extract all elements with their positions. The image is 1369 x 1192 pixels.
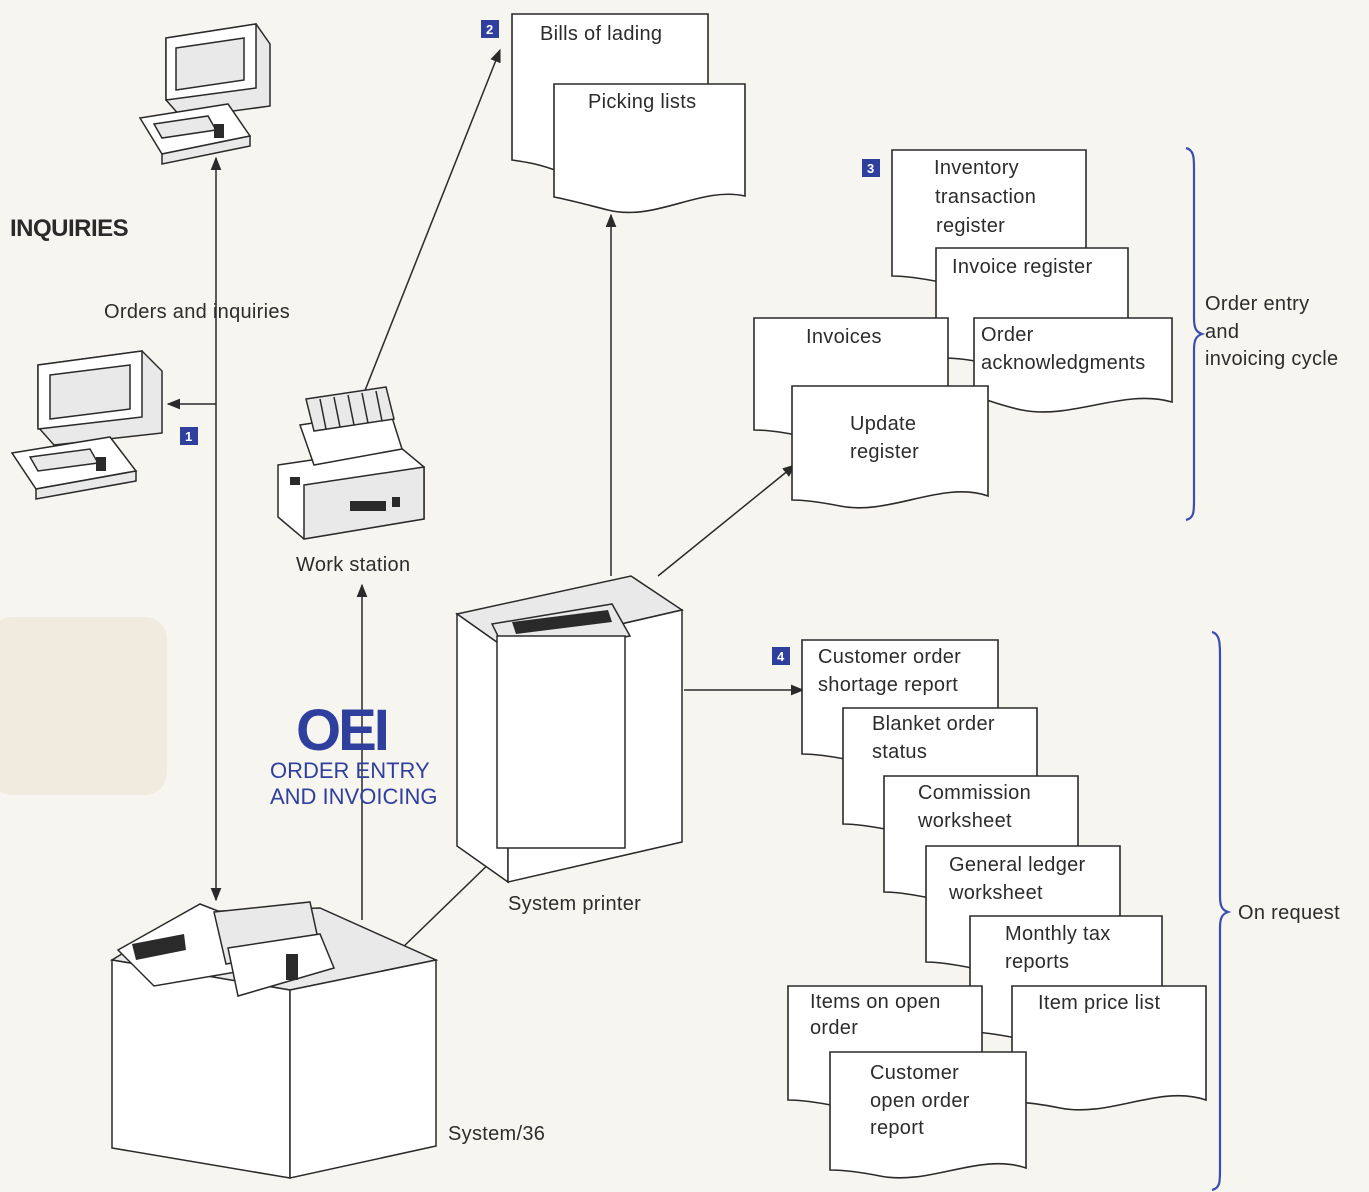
- doc-label: worksheet: [917, 810, 1012, 832]
- svg-text:Commission: Commission: [918, 782, 1031, 804]
- work-station-label: Work station: [296, 554, 410, 576]
- doc-label: Customer order: [818, 646, 961, 668]
- oei-subtitle-line1: ORDER ENTRY: [270, 758, 430, 783]
- on-request-label: On request: [1238, 902, 1340, 924]
- doc-label: Customer: [870, 1062, 959, 1084]
- badge-1: 1: [180, 427, 198, 445]
- doc-update-register: [791, 385, 989, 509]
- svg-text:transaction: transaction: [935, 186, 1036, 208]
- connectors: [166, 48, 805, 951]
- work-station-printer-icon: [277, 386, 425, 540]
- badge-4: 4: [772, 647, 790, 665]
- doc-picking-lists: [553, 83, 746, 214]
- doc-label: order: [810, 1017, 858, 1039]
- cycle-label-line1: Order entry: [1205, 293, 1309, 315]
- badge-3: 3: [862, 159, 880, 177]
- svg-text:open order: open order: [870, 1090, 970, 1112]
- svg-text:Items on open: Items on open: [810, 991, 941, 1013]
- svg-text:register: register: [850, 441, 919, 463]
- svg-text:Customer order: Customer order: [818, 646, 961, 668]
- doc-label: Items on open: [810, 991, 941, 1013]
- svg-text:Item price list: Item price list: [1038, 992, 1160, 1014]
- doc-label: Bills of lading: [540, 23, 662, 45]
- doc-label: Invoices: [806, 326, 882, 348]
- update-arrow: [657, 464, 797, 577]
- svg-text:3: 3: [867, 161, 874, 176]
- doc-label: open order: [870, 1090, 970, 1112]
- oei-logo: OEI: [296, 698, 387, 763]
- doc-label: Picking lists: [588, 91, 696, 113]
- doc-label: Item price list: [1038, 992, 1160, 1014]
- system36-label: System/36: [448, 1123, 545, 1145]
- doc-label: shortage report: [818, 674, 958, 696]
- doc-label: register: [850, 441, 919, 463]
- doc-label: acknowledgments: [981, 352, 1146, 374]
- svg-text:1: 1: [185, 429, 192, 444]
- printer-arrow: [399, 854, 499, 951]
- doc-label: General ledger: [949, 854, 1086, 876]
- system36-icon: [109, 901, 439, 1179]
- document-text: Bills of lading Picking lists Inventory …: [540, 23, 1160, 1139]
- svg-text:Update: Update: [850, 413, 916, 435]
- cycle-label-line3: invoicing cycle: [1205, 348, 1338, 370]
- terminal-top-icon: [138, 23, 271, 165]
- svg-text:2: 2: [486, 22, 493, 37]
- doc-label: Inventory: [934, 157, 1019, 179]
- svg-text:Blanket order: Blanket order: [872, 713, 995, 735]
- cycle-brace: [1185, 146, 1206, 522]
- orders-inquiries-label: Orders and inquiries: [104, 301, 290, 323]
- note-card: [0, 617, 167, 795]
- svg-text:Bills of lading: Bills of lading: [540, 23, 662, 45]
- svg-text:Inventory: Inventory: [934, 157, 1019, 179]
- doc-label: status: [872, 741, 927, 763]
- doc-label: Order: [981, 324, 1034, 346]
- doc-label: Commission: [918, 782, 1031, 804]
- bills-arrow: [361, 48, 501, 399]
- oei-subtitle-line2: AND INVOICING: [270, 784, 437, 809]
- documents: [511, 13, 1207, 1179]
- svg-text:report: report: [870, 1117, 924, 1139]
- svg-text:Order: Order: [981, 324, 1034, 346]
- doc-label: Update: [850, 413, 916, 435]
- svg-text:Invoices: Invoices: [806, 326, 882, 348]
- svg-text:Picking lists: Picking lists: [588, 91, 696, 113]
- terminal-side-icon: [10, 350, 163, 500]
- svg-text:register: register: [936, 215, 1005, 237]
- badge-2: 2: [481, 20, 499, 38]
- on-request-brace: [1211, 630, 1232, 1192]
- doc-label: Monthly tax: [1005, 923, 1111, 945]
- doc-label: transaction: [935, 186, 1036, 208]
- svg-text:Invoice register: Invoice register: [952, 256, 1092, 278]
- system-printer-label: System printer: [508, 893, 641, 915]
- svg-text:worksheet: worksheet: [948, 882, 1043, 904]
- svg-text:4: 4: [777, 649, 785, 664]
- svg-text:General ledger: General ledger: [949, 854, 1086, 876]
- inquiries-heading: INQUIRIES: [10, 215, 129, 242]
- svg-text:worksheet: worksheet: [917, 810, 1012, 832]
- doc-label: reports: [1005, 951, 1069, 973]
- svg-text:Customer: Customer: [870, 1062, 959, 1084]
- doc-label: Blanket order: [872, 713, 995, 735]
- doc-customer-open-order: [829, 1051, 1027, 1179]
- system-printer-icon: [455, 575, 684, 884]
- svg-text:acknowledgments: acknowledgments: [981, 352, 1146, 374]
- svg-text:shortage report: shortage report: [818, 674, 958, 696]
- doc-label: register: [936, 215, 1005, 237]
- doc-label: worksheet: [948, 882, 1043, 904]
- svg-text:status: status: [872, 741, 927, 763]
- cycle-label-line2: and: [1205, 321, 1239, 343]
- doc-label: Invoice register: [952, 256, 1092, 278]
- svg-text:order: order: [810, 1017, 858, 1039]
- svg-text:Monthly tax: Monthly tax: [1005, 923, 1111, 945]
- doc-label: report: [870, 1117, 924, 1139]
- svg-text:reports: reports: [1005, 951, 1069, 973]
